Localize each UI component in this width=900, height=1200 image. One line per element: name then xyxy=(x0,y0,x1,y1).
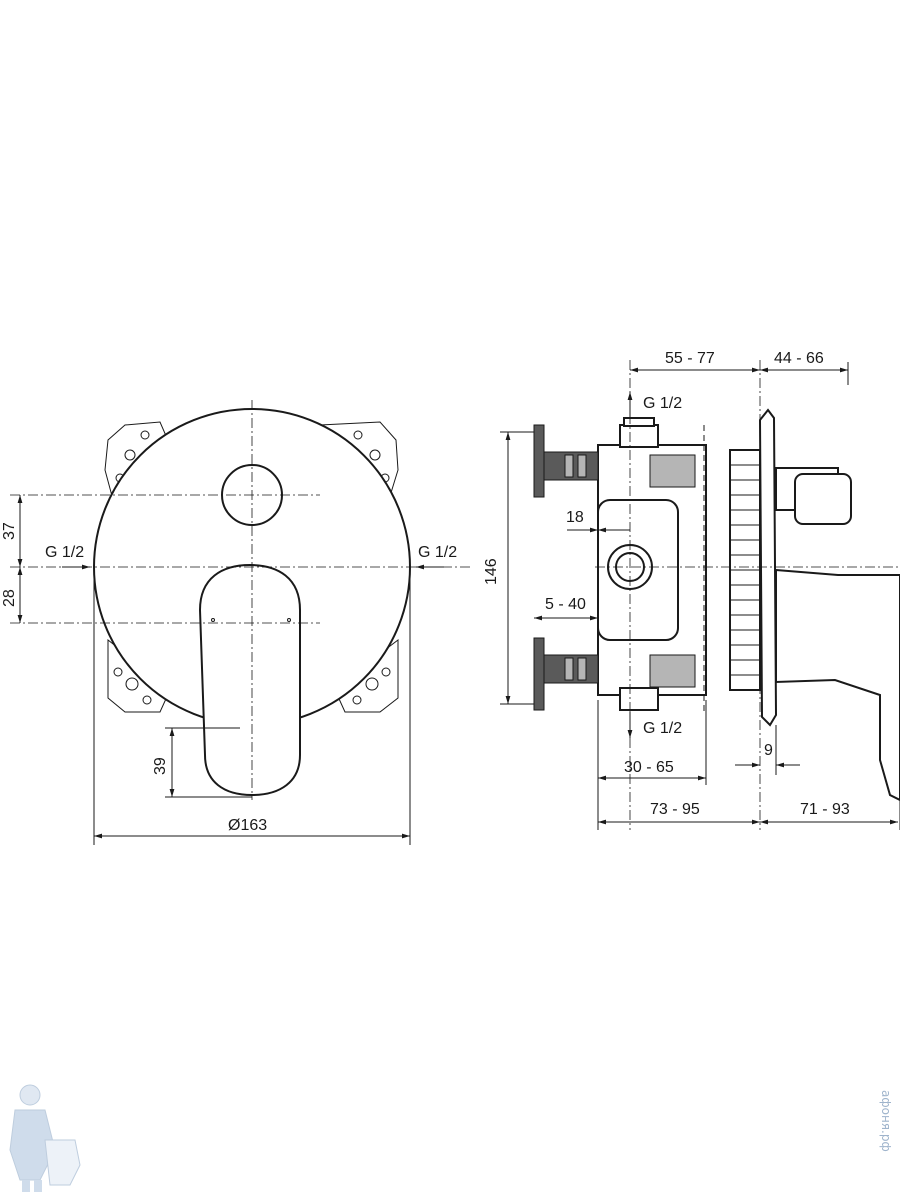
dim-44-66: 44 - 66 xyxy=(774,350,824,367)
side-view: G 1/2 G 1/2 55 - 77 44 - 66 18 146 5 - 4… xyxy=(483,350,900,830)
dim-37: 37 xyxy=(1,522,18,540)
inlet-right-label: G 1/2 xyxy=(418,544,457,561)
watermark-plumber-logo xyxy=(9,1084,81,1192)
outlet-bottom-label: G 1/2 xyxy=(643,720,682,737)
lever-handle xyxy=(198,563,301,797)
watermark-site: афоня.рф xyxy=(879,1090,893,1152)
dim-55-77: 55 - 77 xyxy=(665,350,715,367)
dim-18: 18 xyxy=(566,509,584,526)
front-view: G 1/2 G 1/2 37 28 39 Ø163 xyxy=(1,400,470,845)
dim-73-95: 73 - 95 xyxy=(650,801,700,818)
outlet-top-label: G 1/2 xyxy=(643,395,682,412)
dim-28: 28 xyxy=(1,589,18,607)
cover-plate-side xyxy=(758,408,778,727)
dim-5-40: 5 - 40 xyxy=(545,596,586,613)
dim-diameter: Ø163 xyxy=(228,817,267,834)
inlet-left-label: G 1/2 xyxy=(45,544,84,561)
dim-30-65: 30 - 65 xyxy=(624,759,674,776)
dim-71-93: 71 - 93 xyxy=(800,801,850,818)
lever-side xyxy=(775,568,900,802)
dim-39: 39 xyxy=(152,757,169,775)
thread-lines xyxy=(730,464,760,676)
dim-9: 9 xyxy=(764,742,773,759)
dim-146: 146 xyxy=(483,558,500,585)
